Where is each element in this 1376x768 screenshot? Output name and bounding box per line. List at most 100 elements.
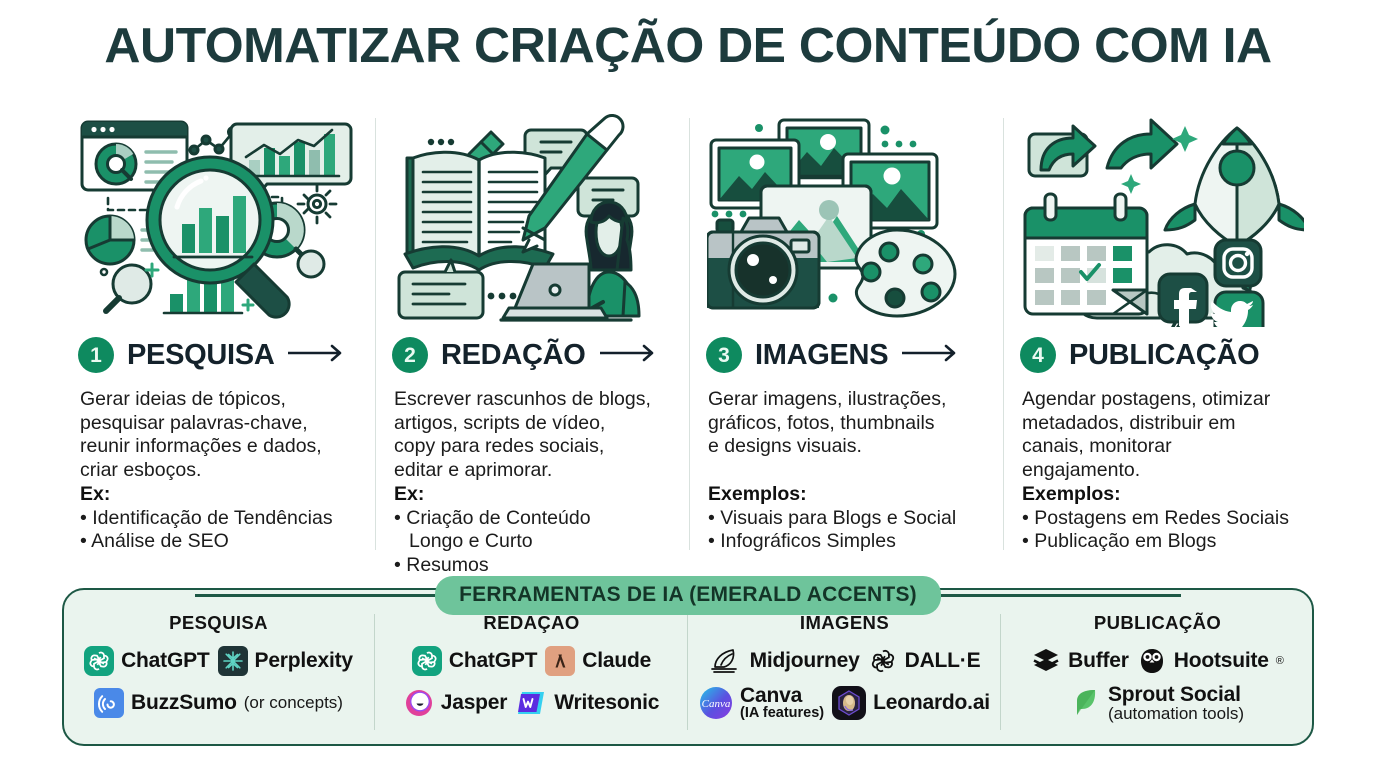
- tool-jasper[interactable]: Jasper: [404, 688, 508, 718]
- step-title: REDAÇÃO: [441, 338, 586, 371]
- examples-list: Postagens em Redes Sociais Publicação em…: [1012, 507, 1310, 554]
- step-description: Agendar postagens, otimizar metadados, d…: [1022, 388, 1271, 481]
- text-spacer: [698, 459, 996, 483]
- tool-group-imagens: IMAGENS Midjourney: [688, 606, 1001, 746]
- arrow-right-icon: [900, 344, 964, 367]
- buzzsumo-icon: [94, 688, 125, 718]
- tool-hootsuite[interactable]: Hootsuite ®: [1137, 646, 1284, 676]
- list-item: Resumos: [394, 554, 682, 578]
- step-number-badge: 1: [78, 337, 114, 373]
- examples-list: Identificação de Tendências Análise de S…: [70, 507, 368, 554]
- tool-claude[interactable]: Claude: [545, 646, 651, 676]
- tool-note: (IA features): [740, 705, 825, 722]
- tool-label: Writesonic: [554, 691, 660, 714]
- jasper-icon: [405, 690, 432, 716]
- tool-row: Jasper Writesonic: [375, 682, 688, 724]
- tool-buzzsumo[interactable]: BuzzSumo (or concepts): [94, 688, 343, 718]
- tool-midjourney[interactable]: Midjourney: [709, 647, 860, 675]
- step-title: IMAGENS: [755, 338, 889, 371]
- tool-writesonic[interactable]: Writesonic: [515, 688, 659, 718]
- tool-leonardo[interactable]: Leonardo.ai: [832, 686, 990, 720]
- page-title: AUTOMATIZAR CRIAÇÃO DE CONTEÚDO COM IA: [104, 19, 1272, 73]
- step-header-4: 4 PUBLICAÇÃO: [1012, 332, 1310, 378]
- svg-text:Canva: Canva: [702, 698, 731, 710]
- writing-illustration: [384, 108, 682, 330]
- tool-note: (automation tools): [1107, 704, 1245, 724]
- tool-sprout-social[interactable]: Sprout Social (automation tools): [1071, 682, 1245, 724]
- publish-illustration: [1012, 108, 1310, 330]
- tool-label: Buffer: [1068, 649, 1129, 672]
- tool-canva[interactable]: Canva Canva (IA features): [699, 683, 825, 722]
- tool-group-title: PESQUISA: [169, 612, 268, 633]
- tool-group-pesquisa: PESQUISA ChatGPT: [62, 606, 375, 746]
- column-divider: [375, 118, 376, 550]
- list-item: Criação de Conteúdo Longo e Curto: [394, 507, 682, 554]
- tool-buffer[interactable]: Buffer: [1031, 647, 1129, 675]
- examples-label: Ex:: [80, 483, 111, 505]
- tool-label: Jasper: [440, 691, 508, 714]
- tool-dalle[interactable]: DALL·E: [868, 646, 981, 676]
- openai-icon: [871, 649, 894, 673]
- step-description: Gerar ideias de tópicos, pesquisar palav…: [80, 388, 322, 481]
- examples-label: Exemplos:: [708, 483, 807, 505]
- arrow-right-icon: [598, 344, 662, 367]
- tool-label: Canva: [740, 683, 803, 707]
- step-description: Escrever rascunhos de blogs, artigos, sc…: [394, 388, 651, 481]
- perplexity-icon: [217, 646, 248, 676]
- writesonic-icon: [518, 692, 545, 714]
- tool-group-title: REDAÇÃO: [483, 612, 580, 633]
- tool-group-title: PUBLICAÇÃO: [1093, 612, 1222, 633]
- tool-label: DALL·E: [904, 649, 981, 672]
- list-item: Análise de SEO: [80, 530, 368, 554]
- trademark-mark: ®: [1275, 655, 1284, 667]
- tool-chatgpt[interactable]: ChatGPT: [84, 646, 210, 676]
- tool-chatgpt[interactable]: ChatGPT: [411, 646, 538, 676]
- list-item: Visuais para Blogs e Social: [708, 507, 996, 531]
- tool-label: Hootsuite: [1173, 649, 1269, 672]
- buffer-icon: [1033, 649, 1059, 671]
- list-item: Publicação em Blogs: [1022, 530, 1310, 554]
- column-divider: [1003, 118, 1004, 550]
- tool-group-title: IMAGENS: [799, 612, 890, 633]
- canva-icon: Canva: [700, 687, 733, 719]
- tool-row: ChatGPT Perplexity: [62, 640, 375, 682]
- examples-label: Exemplos:: [1022, 483, 1121, 505]
- step-title: PUBLICAÇÃO: [1069, 338, 1260, 371]
- midjourney-icon: [710, 649, 737, 673]
- tool-note: (or concepts): [243, 693, 343, 712]
- step-column-1: 1 PESQUISA Gerar ideias de tópicos, pesq…: [62, 108, 376, 563]
- tool-column-divider: [374, 614, 375, 730]
- step-description: Gerar imagens, ilustrações, gráficos, fo…: [708, 388, 947, 457]
- list-item: Identificação de Tendências: [80, 507, 368, 531]
- tool-label: ChatGPT: [448, 649, 538, 672]
- tool-row: Buffer Hootsuite ®: [1001, 640, 1314, 682]
- tool-row: Midjourney DALL·E: [688, 640, 1001, 682]
- chatgpt-icon: [84, 646, 115, 676]
- examples-list: Criação de Conteúdo Longo e Curto Resumo…: [384, 507, 682, 578]
- tools-grid: PESQUISA ChatGPT: [62, 606, 1314, 746]
- sprout-social-icon: [1076, 689, 1096, 715]
- step-header-2: 2 REDAÇÃO: [384, 332, 682, 378]
- images-illustration: [698, 108, 996, 330]
- step-number-badge: 3: [706, 337, 742, 373]
- tool-group-redacao: REDAÇÃO ChatGPT: [375, 606, 688, 746]
- tool-label: ChatGPT: [121, 649, 210, 672]
- arrow-right-icon: [287, 344, 350, 367]
- tool-group-publicacao: PUBLICAÇÃO Buffer: [1001, 606, 1314, 746]
- hootsuite-icon: [1140, 649, 1163, 673]
- leonardo-icon: [832, 686, 867, 720]
- step-column-4: 4 PUBLICAÇÃO Agendar postagens, otimizar…: [1004, 108, 1318, 563]
- tool-row: ChatGPT Claude: [375, 640, 688, 682]
- tool-label: Sprout Social: [1107, 682, 1241, 706]
- step-column-3: 3 IMAGENS Gerar imagens, ilustrações, gr…: [690, 108, 1004, 563]
- examples-list: Visuais para Blogs e Social Infográficos…: [698, 507, 996, 554]
- claude-icon: [545, 646, 576, 676]
- step-number-badge: 4: [1020, 337, 1056, 373]
- examples-label: Ex:: [394, 483, 425, 505]
- tool-perplexity[interactable]: Perplexity: [217, 646, 353, 676]
- step-column-2: 2 REDAÇÃO Escrever rascunhos de blogs, a…: [376, 108, 690, 576]
- steps-row: 1 PESQUISA Gerar ideias de tópicos, pesq…: [62, 108, 1318, 576]
- step-title: PESQUISA: [127, 338, 275, 371]
- tool-column-divider: [1000, 614, 1001, 730]
